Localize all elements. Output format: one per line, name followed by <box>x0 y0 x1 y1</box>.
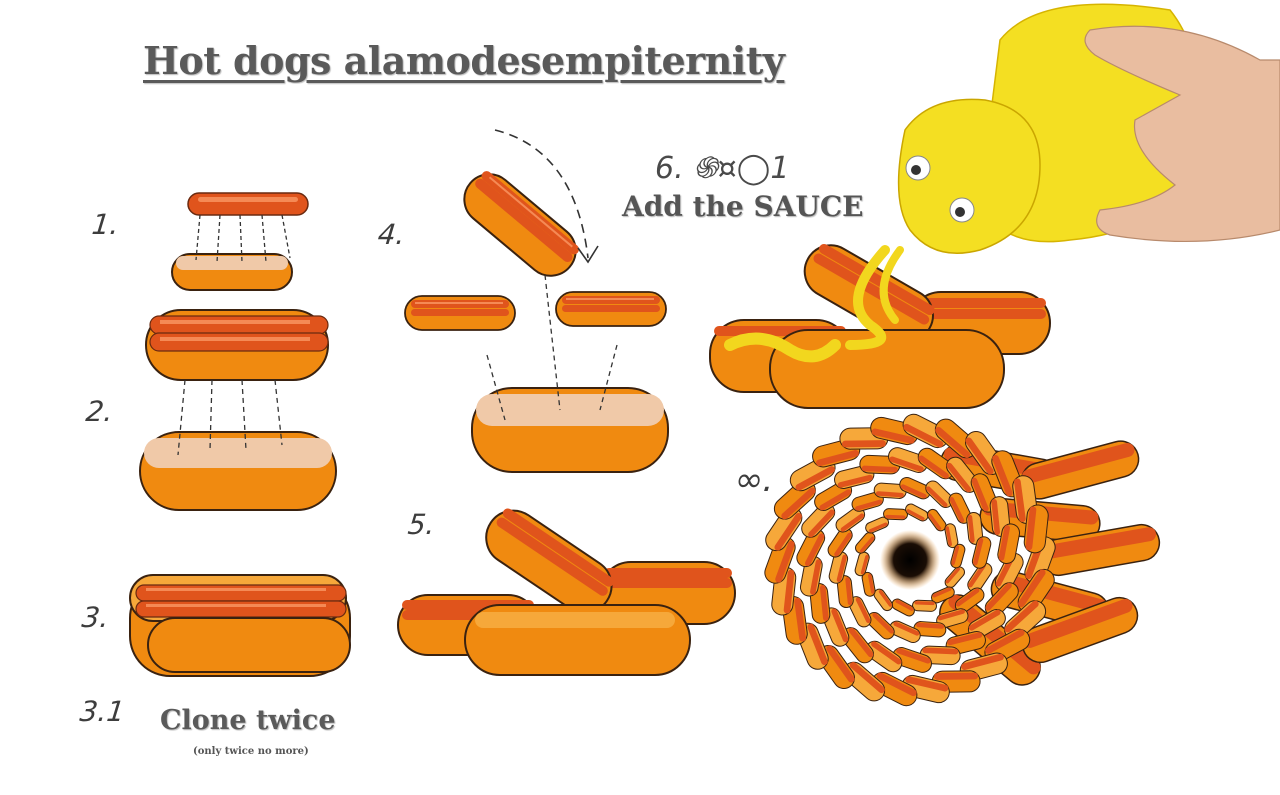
step-6-illustration <box>709 3 1280 409</box>
hotdog-right <box>555 291 667 327</box>
vortex-hotdog <box>913 621 947 638</box>
vortex-hotdog <box>971 536 992 569</box>
vortex-hotdog <box>1020 440 1140 500</box>
vortex-black-hole <box>880 530 940 590</box>
open-bun <box>171 253 293 291</box>
step-4-illustration <box>404 129 669 473</box>
vortex-hotdog <box>891 598 915 617</box>
step-6-number: 6. ֍¤◯1 <box>655 151 790 186</box>
page-title: Hot dogs alamodesempiternity <box>143 38 785 83</box>
vortex-hotdog <box>873 482 907 499</box>
vortex-hotdog <box>861 571 876 597</box>
sausage <box>187 192 309 216</box>
vortex-hotdog <box>827 527 853 558</box>
vortex-hotdog <box>950 543 966 569</box>
vortex-hotdog <box>930 586 955 604</box>
step-6-label: Add the SAUCE <box>622 190 864 223</box>
vortex-hotdog <box>873 588 894 612</box>
bottle-face <box>897 98 1041 254</box>
step-3-1-note: (only twice no more) <box>193 746 309 757</box>
vortex-hotdog <box>911 599 937 612</box>
vortex-hotdog <box>842 661 886 702</box>
step-3-1-label: Clone twice <box>160 705 336 736</box>
vortex-hotdog <box>944 566 966 589</box>
vortex-hotdog <box>1039 523 1161 577</box>
vortex-hotdog <box>905 503 929 522</box>
vortex-hotdog <box>926 508 947 532</box>
vortex-hotdog <box>883 508 909 521</box>
vortex-hotdog <box>899 476 931 500</box>
hotdog-left <box>404 295 516 331</box>
step-3-illustration <box>129 574 351 677</box>
vortex-hotdog <box>854 551 870 577</box>
vortex-hotdog <box>854 531 876 554</box>
hand <box>1084 25 1280 243</box>
vortex-hotdog <box>944 523 959 549</box>
vortex-hotdog <box>1021 596 1139 664</box>
step-infinity-illustration <box>764 413 1161 707</box>
vortex-hotdog <box>1023 504 1049 554</box>
vortex-hotdog <box>865 516 890 534</box>
vortex-hotdog <box>997 523 1021 565</box>
step-5-illustration <box>397 508 736 676</box>
step-2-illustration <box>139 309 337 511</box>
step-1-illustration <box>171 192 309 291</box>
